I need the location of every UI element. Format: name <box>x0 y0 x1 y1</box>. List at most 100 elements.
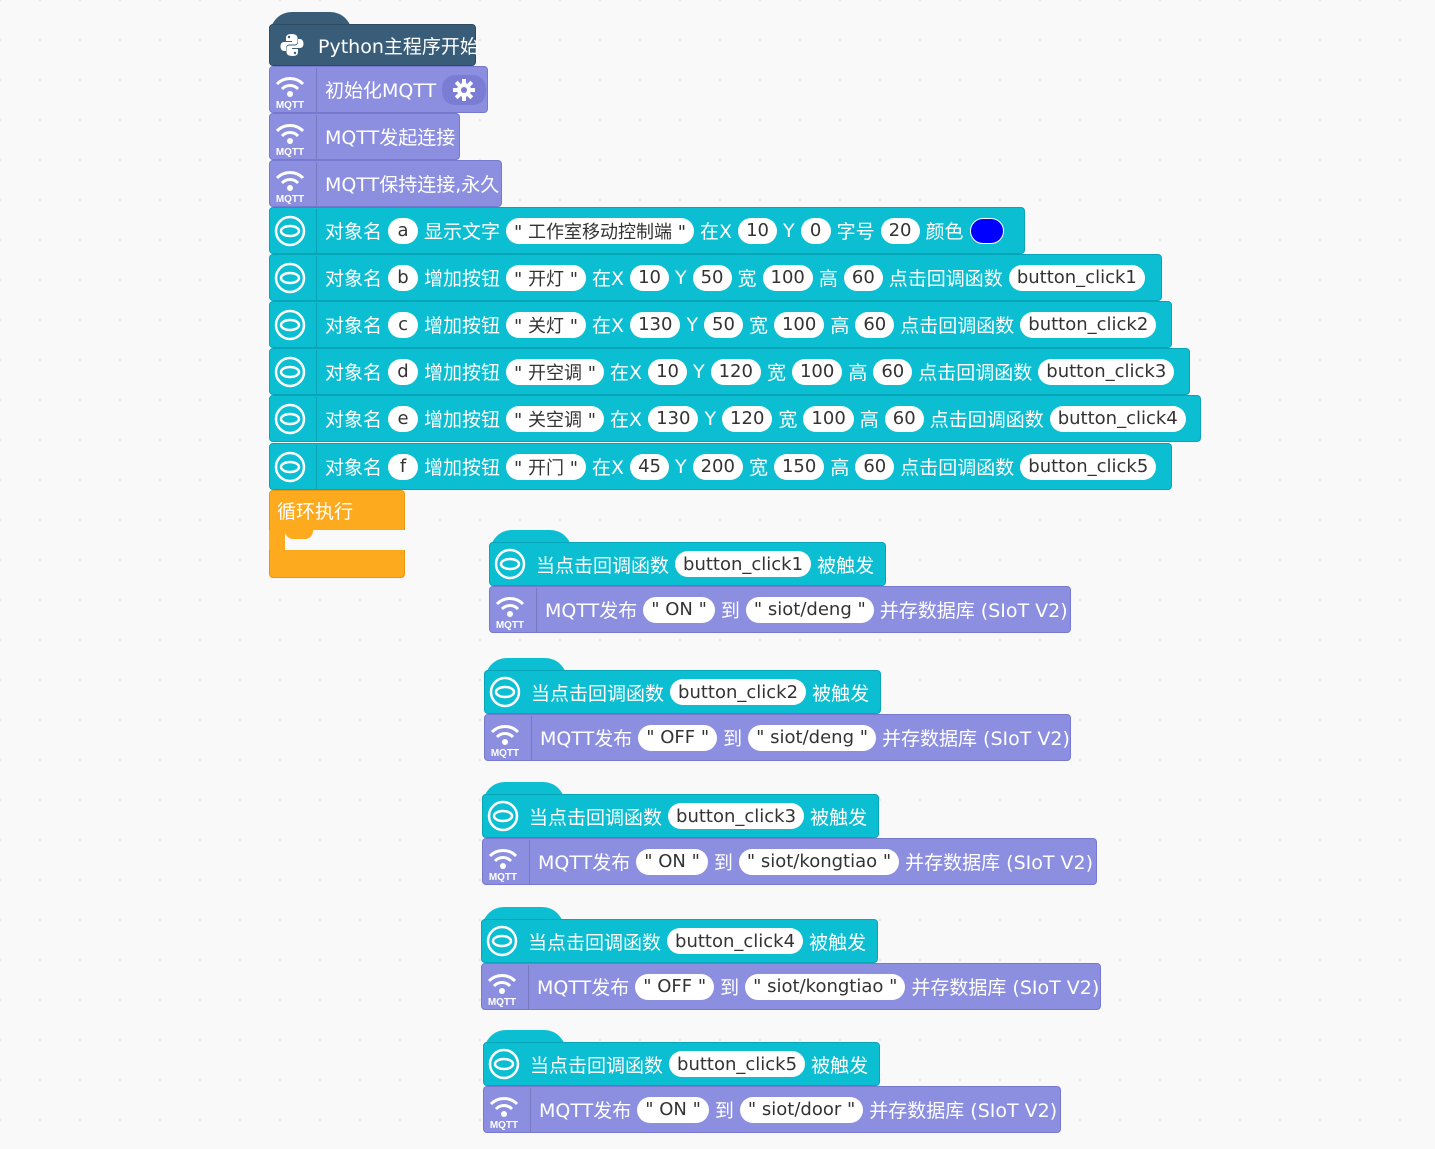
callback-name-input[interactable]: button_click5 <box>669 1051 806 1077</box>
mqtt-keep-block[interactable]: MQTT MQTT保持连接,永久 <box>269 160 502 207</box>
mqtt-connect-block[interactable]: MQTT MQTT发起连接 <box>269 113 460 160</box>
object-name-input[interactable]: d <box>388 358 419 385</box>
callback-name-input[interactable]: button_click1 <box>675 551 812 577</box>
object-name-input[interactable]: a <box>388 217 419 244</box>
callback-name-input[interactable]: button_click3 <box>1038 358 1175 385</box>
mqtt-publish-block[interactable]: MQTT MQTT发布 " OFF " 到 " siot/kongtiao " … <box>481 963 1101 1010</box>
callback-name-input[interactable]: button_click2 <box>1020 311 1157 338</box>
topic-input[interactable]: " siot/door " <box>739 1096 864 1123</box>
height-input[interactable]: 60 <box>884 405 924 432</box>
divider <box>316 255 317 300</box>
unihiker-ellipse-icon <box>270 256 310 300</box>
divider <box>528 964 529 1009</box>
y-input[interactable]: 120 <box>722 405 773 432</box>
y-input[interactable]: 200 <box>692 453 743 480</box>
add-button-block[interactable]: 对象名 b 增加按钮 " 开灯 " 在X 10 Y 50 宽 100 高 60 … <box>269 254 1162 301</box>
label-y: Y <box>692 360 705 383</box>
display-text-block[interactable]: 对象名 a 显示文字 " 工作室移动控制端 " 在X 10 Y 0 字号 20 … <box>269 207 1025 254</box>
y-input[interactable]: 50 <box>692 264 732 291</box>
x-input[interactable]: 10 <box>630 264 669 291</box>
unihiker-ellipse-icon <box>483 794 523 838</box>
divider <box>316 208 317 253</box>
x-input[interactable]: 130 <box>648 405 699 432</box>
add-button-block[interactable]: 对象名 f 增加按钮 " 开门 " 在X 45 Y 200 宽 150 高 60… <box>269 443 1172 490</box>
font-size-input[interactable]: 20 <box>880 217 920 244</box>
to-label: 到 <box>723 728 743 750</box>
x-input[interactable]: 130 <box>630 311 681 338</box>
unihiker-ellipse-icon <box>490 542 530 586</box>
add-button-block[interactable]: 对象名 e 增加按钮 " 关空调 " 在X 130 Y 120 宽 100 高 … <box>269 395 1201 442</box>
python-start-block[interactable]: Python主程序开始 <box>269 24 479 66</box>
callback-hat-block[interactable]: 当点击回调函数 button_click4 被触发 <box>481 919 878 963</box>
button-text-input[interactable]: " 开灯 " <box>506 264 587 291</box>
mqtt-publish-block[interactable]: MQTT MQTT发布 " ON " 到 " siot/door " 并存数据库… <box>483 1086 1061 1133</box>
mqtt-publish-block[interactable]: MQTT MQTT发布 " OFF " 到 " siot/deng " 并存数据… <box>484 714 1071 761</box>
mqtt-keep-label: MQTT保持连接,永久 <box>325 174 500 196</box>
width-input[interactable]: 100 <box>791 358 843 385</box>
callback-hat-block[interactable]: 当点击回调函数 button_click1 被触发 <box>489 542 886 586</box>
x-input[interactable]: 10 <box>738 217 777 244</box>
label-x: 在X <box>592 315 625 337</box>
init-mqtt-block[interactable]: MQTT 初始化MQTT <box>269 66 488 113</box>
mqtt-publish-block[interactable]: MQTT MQTT发布 " ON " 到 " siot/kongtiao " 并… <box>482 838 1097 885</box>
callback-when-label: 当点击回调函数 <box>529 806 663 829</box>
message-input[interactable]: " ON " <box>636 848 708 875</box>
topic-input[interactable]: " siot/kongtiao " <box>738 848 900 875</box>
callback-name-input[interactable]: button_click2 <box>670 679 807 705</box>
y-input[interactable]: 120 <box>710 358 761 385</box>
message-input[interactable]: " OFF " <box>638 724 718 751</box>
message-input[interactable]: " ON " <box>637 1096 709 1123</box>
y-input[interactable]: 0 <box>800 217 831 244</box>
callback-name-input[interactable]: button_click5 <box>1020 453 1157 480</box>
x-input[interactable]: 10 <box>648 358 687 385</box>
gear-icon[interactable] <box>442 74 487 105</box>
topic-input[interactable]: " siot/deng " <box>745 596 874 623</box>
mqtt-publish-block[interactable]: MQTT MQTT发布 " ON " 到 " siot/deng " 并存数据库… <box>489 586 1071 633</box>
object-name-input[interactable]: b <box>388 264 419 291</box>
add-button-block[interactable]: 对象名 c 增加按钮 " 关灯 " 在X 130 Y 50 宽 100 高 60… <box>269 301 1172 348</box>
width-input[interactable]: 100 <box>773 311 825 338</box>
height-input[interactable]: 60 <box>855 311 895 338</box>
svg-text:MQTT: MQTT <box>490 1120 518 1130</box>
callback-name-input[interactable]: button_click4 <box>667 928 804 954</box>
add-button-block[interactable]: 对象名 d 增加按钮 " 开空调 " 在X 10 Y 120 宽 100 高 6… <box>269 348 1190 395</box>
x-input[interactable]: 45 <box>630 453 669 480</box>
topic-input[interactable]: " siot/deng " <box>748 724 876 751</box>
text-input[interactable]: " 工作室移动控制端 " <box>506 217 695 244</box>
width-input[interactable]: 100 <box>762 264 813 291</box>
height-input[interactable]: 60 <box>843 264 883 291</box>
button-text-input[interactable]: " 关空调 " <box>506 405 605 432</box>
button-text-input[interactable]: " 开门 " <box>506 453 587 480</box>
label-add-button: 增加按钮 <box>424 457 501 479</box>
object-name-input[interactable]: e <box>388 405 419 432</box>
callback-hat-block[interactable]: 当点击回调函数 button_click3 被触发 <box>482 794 879 838</box>
message-input[interactable]: " ON " <box>643 596 715 623</box>
height-input[interactable]: 60 <box>873 358 913 385</box>
mqtt-wifi-icon: MQTT <box>483 840 523 884</box>
callback-name-input[interactable]: button_click1 <box>1008 264 1145 291</box>
object-name-input[interactable]: c <box>388 311 419 338</box>
height-input[interactable]: 60 <box>855 453 895 480</box>
to-label: 到 <box>720 977 740 999</box>
button-text-input[interactable]: " 开空调 " <box>506 358 605 385</box>
callback-triggered-label: 被触发 <box>809 931 867 954</box>
callback-hat-block[interactable]: 当点击回调函数 button_click5 被触发 <box>483 1042 880 1086</box>
label-callback: 点击回调函数 <box>929 409 1044 431</box>
loop-block[interactable]: 循环执行 <box>269 490 405 578</box>
callback-name-input[interactable]: button_click3 <box>668 803 805 829</box>
topic-input[interactable]: " siot/kongtiao " <box>745 973 906 1000</box>
mqtt-wifi-icon: MQTT <box>484 1088 524 1132</box>
label-y: Y <box>674 455 687 478</box>
label-add-button: 增加按钮 <box>424 268 501 290</box>
callback-name-input[interactable]: button_click4 <box>1049 405 1186 432</box>
loop-header: 循环执行 <box>269 490 405 530</box>
width-input[interactable]: 100 <box>803 405 854 432</box>
label-x: 在X <box>610 409 643 431</box>
callback-hat-block[interactable]: 当点击回调函数 button_click2 被触发 <box>484 670 881 714</box>
object-name-input[interactable]: f <box>388 453 419 480</box>
button-text-input[interactable]: " 关灯 " <box>506 311 587 338</box>
y-input[interactable]: 50 <box>704 311 743 338</box>
message-input[interactable]: " OFF " <box>635 973 715 1000</box>
width-input[interactable]: 150 <box>773 453 825 480</box>
color-picker[interactable] <box>969 217 1004 244</box>
